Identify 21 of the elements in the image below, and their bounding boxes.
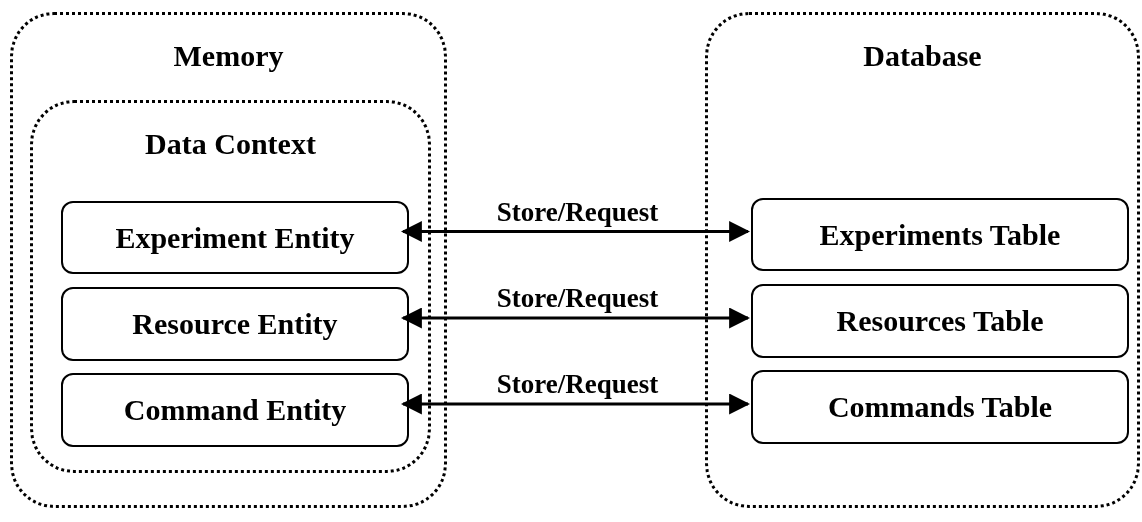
- group-title: Database: [862, 41, 983, 71]
- entity-box: [61, 201, 409, 274]
- entity-box: [751, 370, 1129, 444]
- box-label: Command Entity: [123, 395, 347, 425]
- box-label: Experiments Table: [819, 219, 1061, 250]
- group-title: Memory: [172, 41, 285, 71]
- double-arrow: [400, 307, 751, 329]
- entity-box: [61, 287, 409, 361]
- box-label: Commands Table: [827, 392, 1053, 422]
- box-label: Resources Table: [836, 306, 1044, 336]
- box-label: Resource Entity: [132, 309, 338, 339]
- double-arrow: [400, 393, 751, 415]
- group-title: Data Context: [144, 129, 317, 159]
- group-container: [10, 12, 447, 508]
- box-label: Experiment Entity: [115, 222, 355, 253]
- entity-box: [61, 373, 409, 447]
- entity-box: [751, 284, 1129, 358]
- double-arrow: [400, 221, 751, 242]
- group-container: [30, 100, 431, 473]
- group-container: [705, 12, 1140, 508]
- entity-box: [751, 198, 1129, 271]
